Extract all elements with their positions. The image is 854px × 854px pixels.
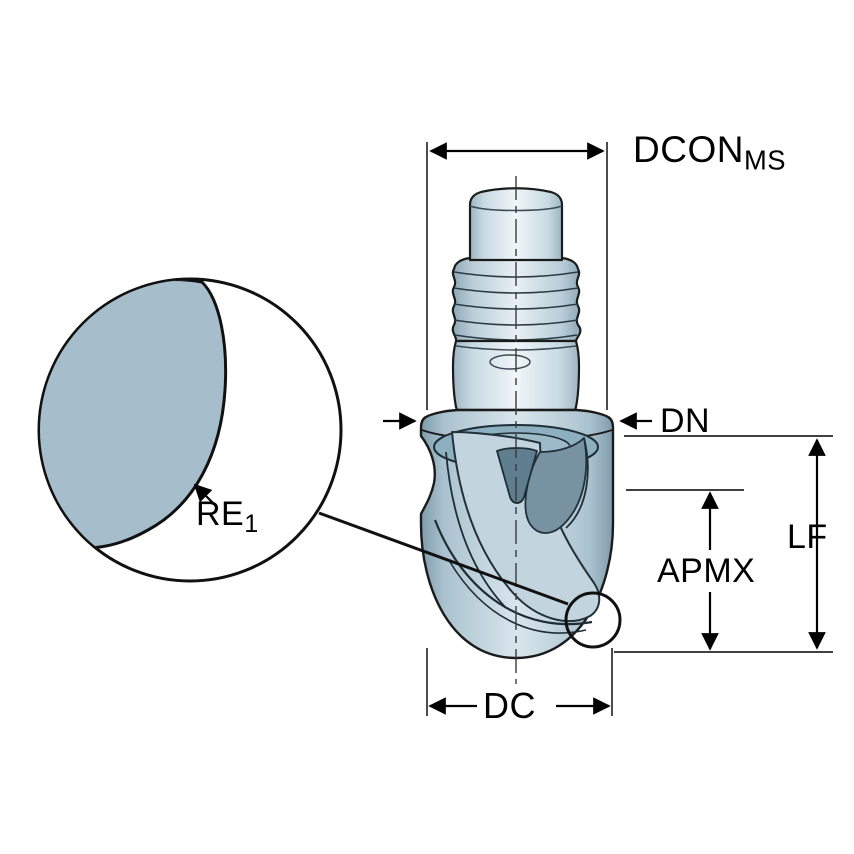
re-arrow xyxy=(193,483,217,507)
center-notch xyxy=(496,447,538,504)
label-dn: DN xyxy=(660,402,711,440)
label-re: RE1 xyxy=(196,495,259,539)
dimension-annotations xyxy=(383,142,833,716)
label-dcon-main: DCON xyxy=(633,129,744,170)
label-dcon: DCONMS xyxy=(633,129,787,176)
detail-corner-radius-shape xyxy=(40,280,228,550)
label-re-sub: 1 xyxy=(244,510,259,539)
label-dcon-sub: MS xyxy=(743,144,787,176)
label-lf: LF xyxy=(787,518,828,556)
insert-pocket xyxy=(524,437,588,534)
detail-view xyxy=(37,277,622,649)
tool-drawing xyxy=(419,187,615,660)
detail-target-circle xyxy=(564,591,622,649)
detail-leader-line xyxy=(318,511,569,606)
label-apmx: APMX xyxy=(657,552,756,590)
label-dc: DC xyxy=(483,685,536,726)
label-re-main: RE xyxy=(196,495,245,533)
collar-highlight xyxy=(489,354,531,370)
flute-face xyxy=(451,431,601,623)
